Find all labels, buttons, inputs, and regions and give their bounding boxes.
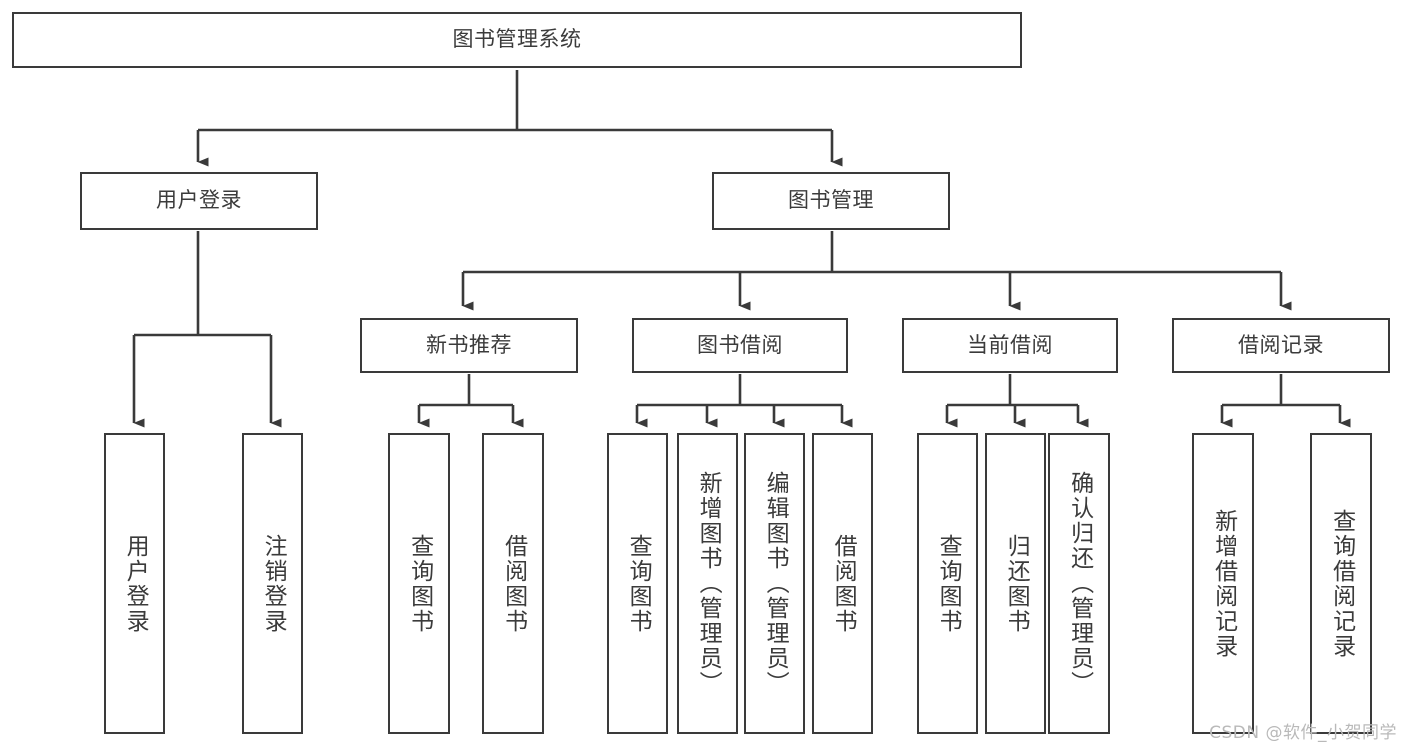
leaf-logout[interactable]: 注销登录 (242, 433, 303, 734)
node-label: 编辑图书（管理员） (762, 471, 789, 696)
node-new-book-recommendation[interactable]: 新书推荐 (360, 318, 578, 373)
node-label: 图书借阅 (697, 332, 783, 357)
leaf-edit-book-admin[interactable]: 编辑图书（管理员） (744, 433, 805, 734)
node-label: 借阅记录 (1238, 332, 1324, 357)
node-borrowing-records[interactable]: 借阅记录 (1172, 318, 1390, 373)
leaf-query-books-borrowing[interactable]: 查询图书 (607, 433, 668, 734)
leaf-return-books[interactable]: 归还图书 (985, 433, 1046, 734)
node-label: 注销登录 (260, 533, 287, 634)
node-label: 用户登录 (122, 533, 149, 634)
node-label: 新增借阅记录 (1210, 508, 1237, 659)
node-label: 查询图书 (935, 533, 962, 634)
leaf-borrow-books-borrowing[interactable]: 借阅图书 (812, 433, 873, 734)
node-label: 新增图书（管理员） (695, 471, 722, 696)
node-label: 借阅图书 (830, 533, 857, 634)
node-root-book-management-system[interactable]: 图书管理系统 (12, 12, 1022, 68)
node-label: 查询图书 (625, 533, 652, 634)
leaf-query-books-current[interactable]: 查询图书 (917, 433, 978, 734)
leaf-borrow-books-recommendation[interactable]: 借阅图书 (482, 433, 544, 734)
node-label: 查询图书 (406, 533, 433, 634)
node-label: 新书推荐 (426, 332, 512, 357)
leaf-confirm-return-admin[interactable]: 确认归还（管理员） (1048, 433, 1110, 734)
node-label: 确认归还（管理员） (1066, 471, 1093, 696)
node-user-login-group[interactable]: 用户登录 (80, 172, 318, 230)
leaf-add-book-admin[interactable]: 新增图书（管理员） (677, 433, 738, 734)
leaf-user-login[interactable]: 用户登录 (104, 433, 165, 734)
node-label: 当前借阅 (967, 332, 1053, 357)
leaf-query-books-recommendation[interactable]: 查询图书 (388, 433, 450, 734)
leaf-add-borrow-record[interactable]: 新增借阅记录 (1192, 433, 1254, 734)
node-label: 借阅图书 (500, 533, 527, 634)
node-label: 归还图书 (1003, 533, 1030, 634)
node-label: 图书管理系统 (452, 27, 582, 52)
node-current-borrowing[interactable]: 当前借阅 (902, 318, 1118, 373)
watermark: CSDN @软件_小贺同学 (1209, 723, 1397, 743)
node-label: 图书管理 (788, 188, 874, 213)
leaf-query-borrow-record[interactable]: 查询借阅记录 (1310, 433, 1372, 734)
node-book-management-group[interactable]: 图书管理 (712, 172, 950, 230)
node-label: 用户登录 (156, 188, 242, 213)
node-label: 查询借阅记录 (1328, 508, 1355, 659)
node-book-borrowing[interactable]: 图书借阅 (632, 318, 848, 373)
